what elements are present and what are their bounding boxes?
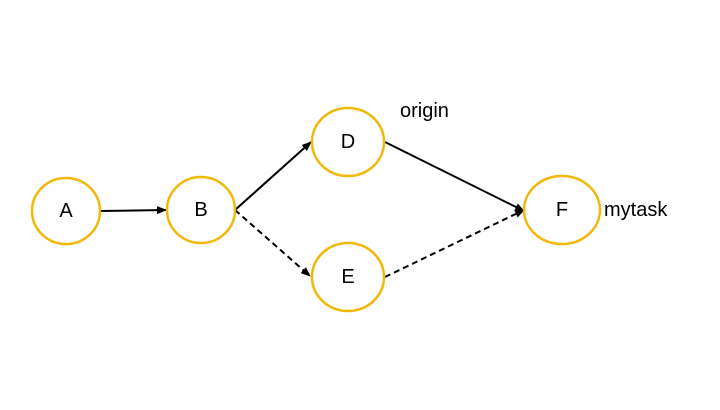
node-b-circle — [165, 175, 237, 245]
edge-d-f — [384, 141, 525, 212]
node-f-label: F — [556, 199, 568, 221]
node-e-label: E — [341, 266, 354, 288]
node-e: E — [310, 241, 386, 313]
edge-a-b — [99, 206, 167, 215]
node-d-circle — [310, 106, 386, 178]
node-b-label: B — [194, 199, 207, 221]
node-f-circle — [522, 174, 602, 246]
tag-origin: origin — [400, 100, 449, 122]
node-d: D — [310, 106, 386, 178]
edge-e-f — [384, 209, 525, 278]
node-d-label: D — [341, 131, 355, 153]
node-b: B — [165, 175, 237, 245]
node-e-circle — [310, 241, 386, 313]
node-f: F — [522, 174, 602, 246]
edge-b-e — [234, 209, 311, 277]
node-a: A — [30, 176, 102, 246]
tag-mytask: mytask — [604, 199, 668, 221]
node-a-circle — [30, 176, 102, 246]
edge-b-d — [234, 141, 312, 211]
node-a-label: A — [59, 200, 73, 222]
